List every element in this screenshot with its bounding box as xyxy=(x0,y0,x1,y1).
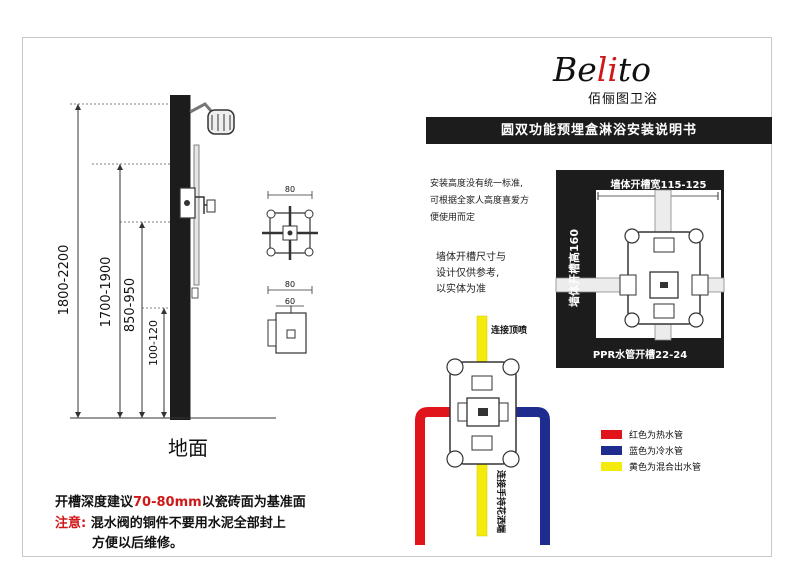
brand-logo: Belito xyxy=(553,50,652,89)
shower-arm xyxy=(189,102,214,114)
footer-line-1: 开槽深度建议70-80mm以瓷砖面为基准面 xyxy=(55,495,306,510)
cold-water-pipe xyxy=(510,407,550,545)
legend-swatch-hot xyxy=(601,430,622,439)
legend-swatch-cold xyxy=(601,446,622,455)
color-legend: 红色为热水管 蓝色为冷水管 黄色为混合出水管 xyxy=(601,428,751,478)
footer-line-3: 方便以后维修。 xyxy=(92,536,184,551)
slot-width-label: 墙体开槽宽115-125 xyxy=(610,180,707,191)
box-width-top: 80 xyxy=(285,185,295,194)
hot-water-pipe xyxy=(415,407,462,545)
legend-swatch-mixed xyxy=(601,462,622,471)
size-note: 墙体开槽尺寸与 设计仅供参考, 以实体为准 xyxy=(436,252,506,295)
page-frame xyxy=(22,37,772,557)
height-note: 安装高度没有统一标准, 可根据全家人高度喜爱方 便使用而定 xyxy=(430,179,530,223)
ppr-slot-label: PPR水管开槽22-24 xyxy=(592,350,688,361)
slot-box-diagram xyxy=(555,170,725,368)
box-depth: 60 xyxy=(285,297,295,306)
legend-label-hot: 红色为热水管 xyxy=(629,431,684,441)
height-label-2: 1700-1900 xyxy=(99,257,114,328)
slot-height-label: 墙体开槽高160 xyxy=(567,229,581,307)
legend-label-cold: 蓝色为冷水管 xyxy=(629,447,684,457)
page-title: 圆双功能预埋盒淋浴安装说明书 xyxy=(426,117,772,144)
height-label-1: 1800-2200 xyxy=(57,245,72,316)
footer-line-2: 注意: 混水阀的铜件不要用水泥全部封上 xyxy=(55,516,286,531)
height-label-4: 100-120 xyxy=(147,320,160,366)
top-spray-label: 连接顶喷 xyxy=(491,326,528,336)
box-side-view: 80 60 xyxy=(267,280,313,354)
brand-subtitle: 佰俪图卫浴 xyxy=(588,92,659,107)
pipe-connection-diagram xyxy=(415,315,550,545)
legend-label-mixed: 黄色为混合出水管 xyxy=(629,463,702,473)
height-label-3: 850-950 xyxy=(123,278,138,332)
wall xyxy=(170,95,190,420)
floor-label: 地面 xyxy=(168,436,208,460)
handheld-connection-label: 连接手持花洒端 xyxy=(495,470,507,533)
box-front-view: 80 xyxy=(262,185,318,260)
box-width-side: 80 xyxy=(285,280,295,289)
shower-head-icon xyxy=(207,109,235,135)
